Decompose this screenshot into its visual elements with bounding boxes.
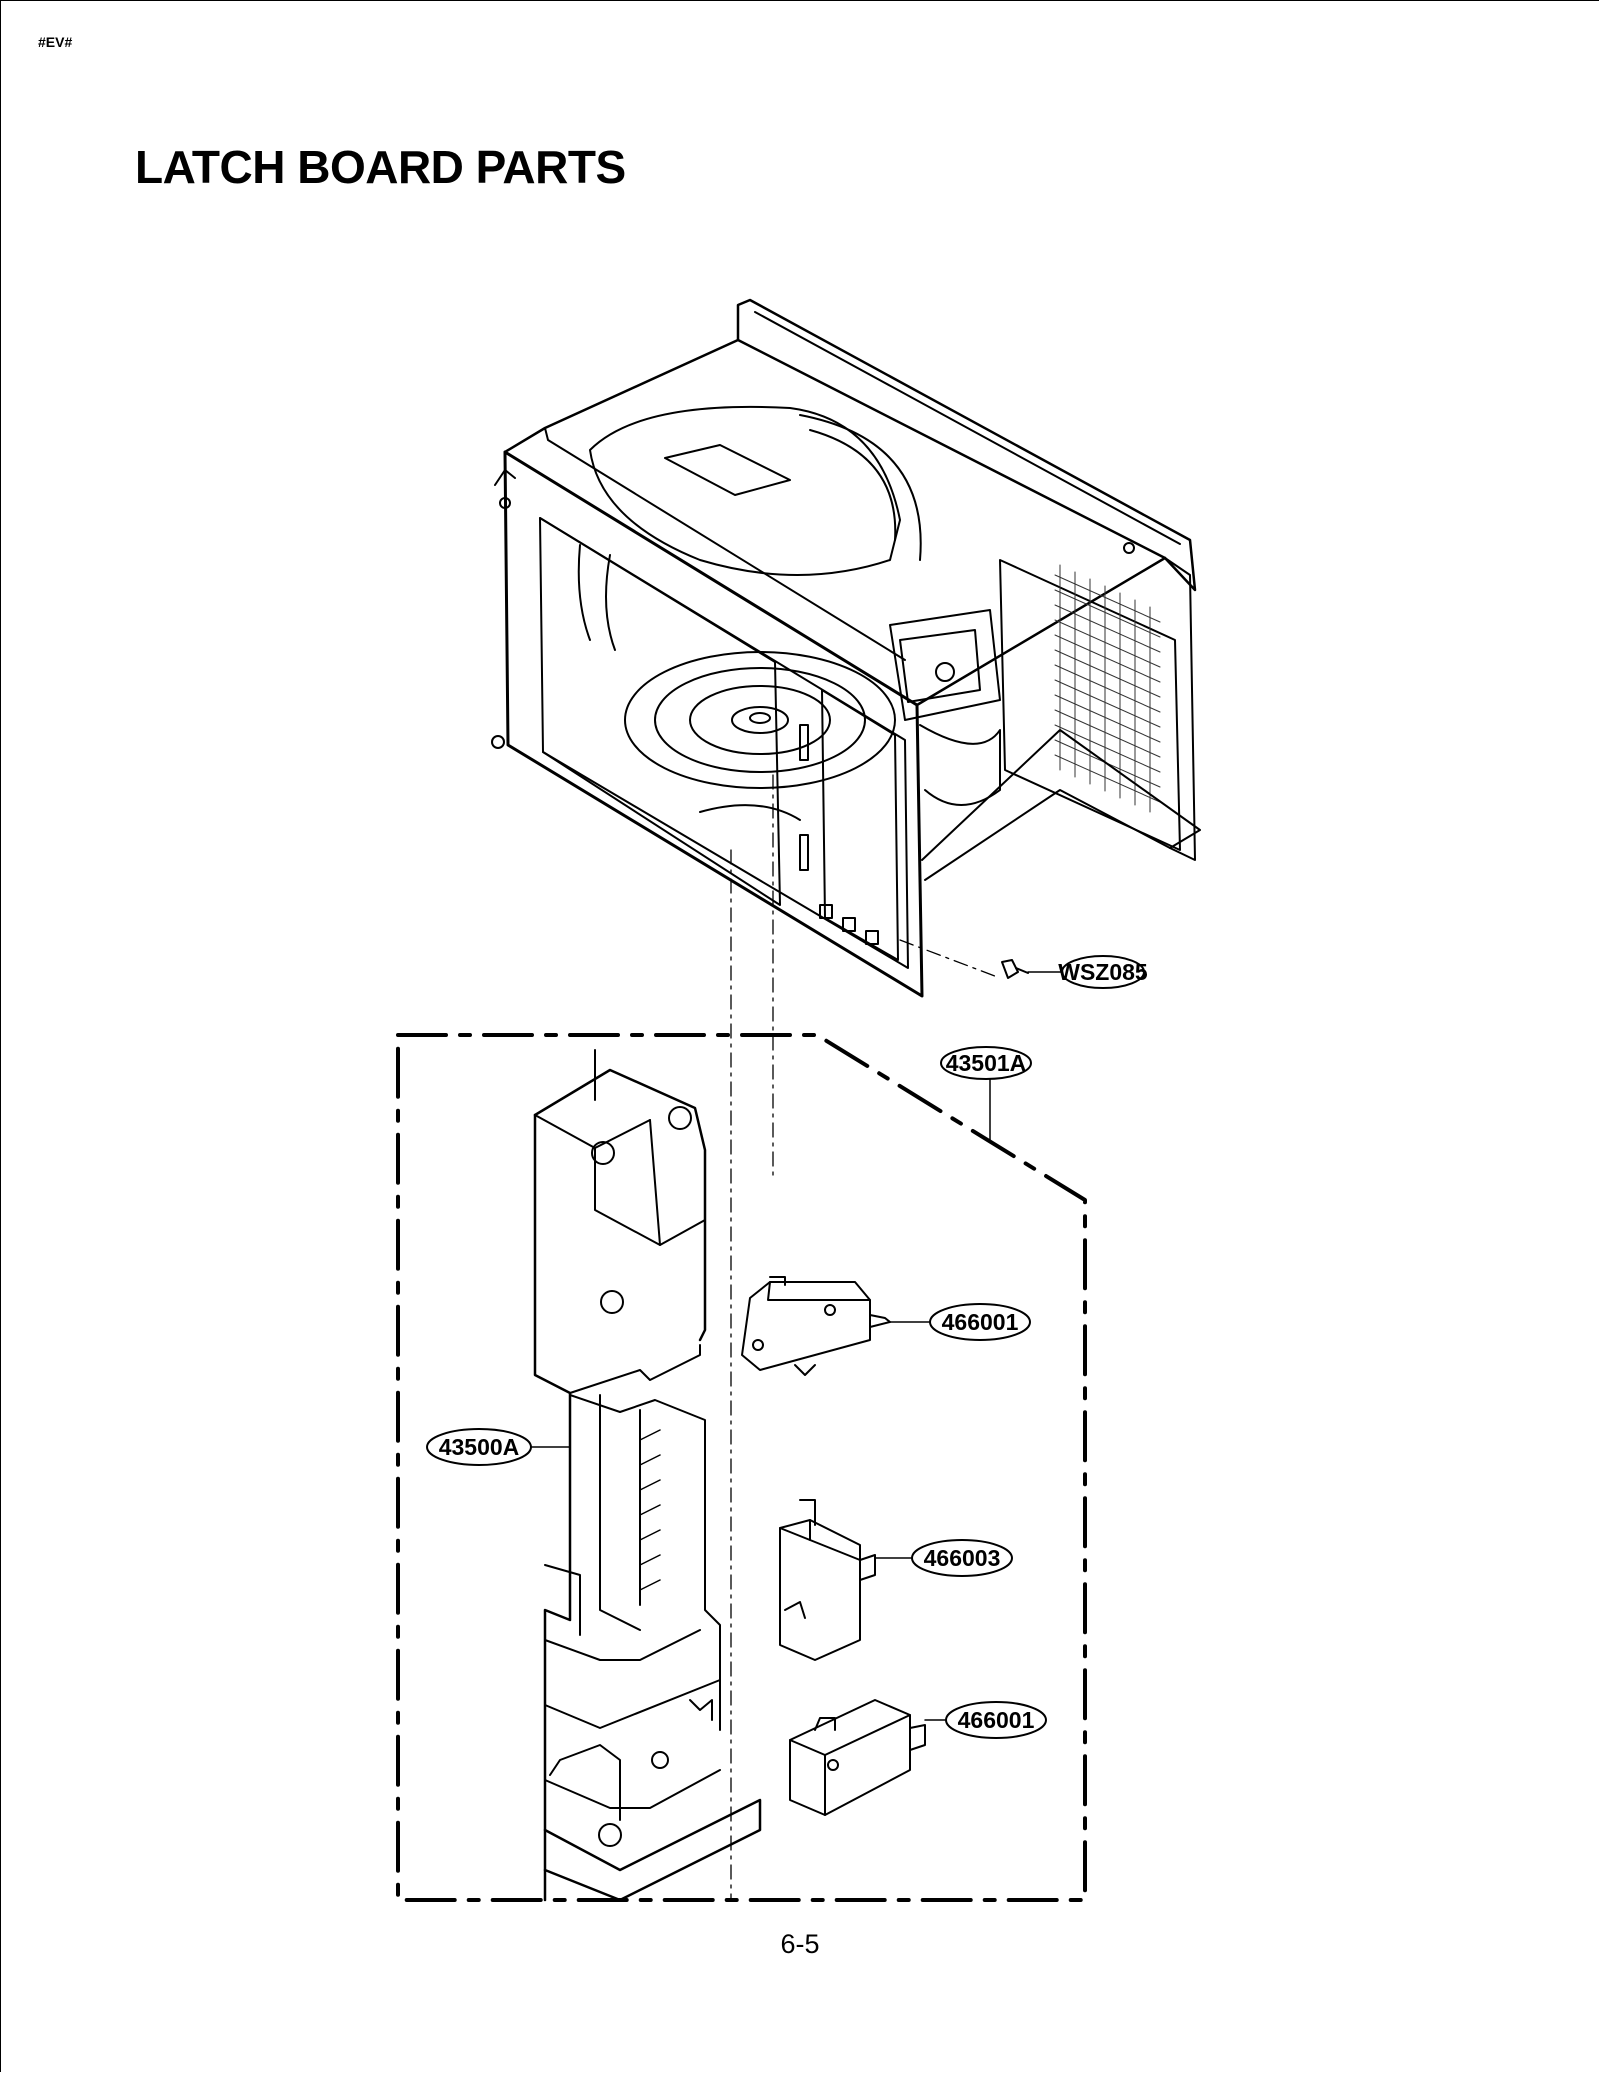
callout-switch-lower-label: 466001 (958, 1707, 1035, 1733)
switch-middle-illustration (779, 1499, 876, 1661)
screw-illustration (1001, 959, 1029, 979)
assembly-boundary (396, 1033, 1087, 1902)
callout-switch-lower: 466001 (945, 1701, 1047, 1739)
callout-switch-middle-label: 466003 (924, 1545, 1001, 1571)
page-title: LATCH BOARD PARTS (135, 141, 626, 193)
microwave-cavity-illustration (491, 298, 1201, 998)
assembly-lines (730, 774, 1001, 1899)
callout-latch-board-assy: 43501A (940, 1046, 1032, 1080)
document-tag: #EV# (38, 34, 73, 50)
latch-board-illustration (533, 1049, 762, 1902)
callout-latch-board: 43500A (426, 1428, 532, 1466)
callout-latch-board-label: 43500A (439, 1434, 520, 1460)
switch-lower-illustration (789, 1699, 926, 1816)
switch-upper-illustration (741, 1276, 891, 1376)
callout-switch-upper: 466001 (929, 1303, 1031, 1341)
callout-screw: WSZ085 (1058, 955, 1148, 989)
callout-screw-label: WSZ085 (1058, 959, 1148, 985)
page-number: 6-5 (780, 1929, 820, 1959)
callout-switch-upper-label: 466001 (942, 1309, 1019, 1335)
callout-switch-middle: 466003 (911, 1539, 1013, 1577)
callout-latch-board-assy-label: 43501A (946, 1050, 1027, 1076)
callout-leaders (529, 971, 1064, 1721)
